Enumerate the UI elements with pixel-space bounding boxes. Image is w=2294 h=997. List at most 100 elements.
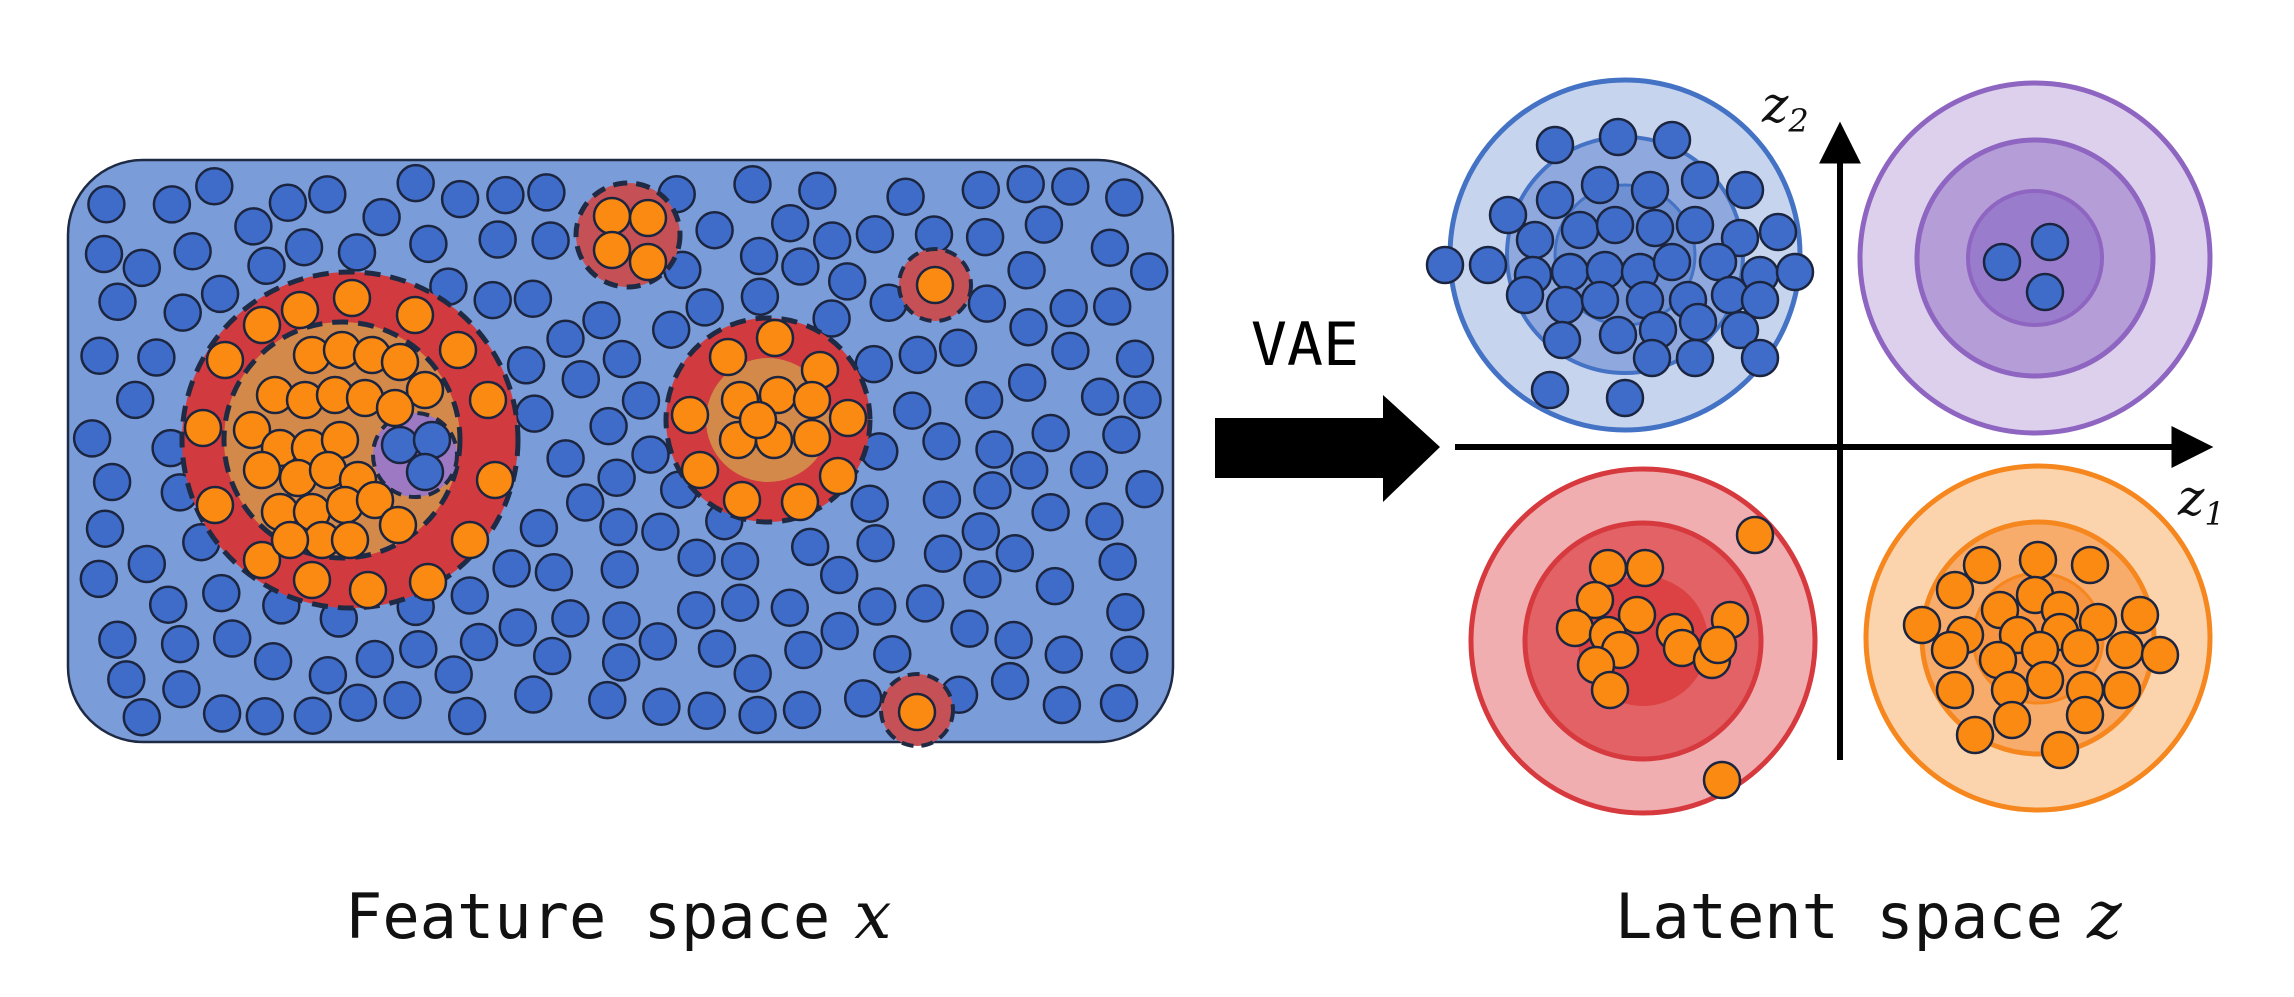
orange-point	[348, 570, 388, 610]
blue-point	[961, 170, 1001, 210]
orange-point	[270, 520, 310, 560]
blue-point	[961, 512, 1001, 551]
blue-point	[409, 224, 448, 264]
blue-point	[1598, 117, 1638, 157]
blue-point	[975, 430, 1014, 469]
latent-orange-points	[1555, 515, 2180, 800]
blue-point	[850, 484, 889, 523]
blue-point	[588, 680, 627, 720]
blue-point	[338, 683, 378, 722]
blue-point	[873, 635, 912, 674]
blue-point	[1009, 451, 1049, 490]
orange-point	[475, 460, 515, 500]
blue-point	[122, 697, 162, 737]
blue-point	[1069, 450, 1109, 490]
orange-point	[2040, 730, 2080, 770]
orange-point	[2018, 540, 2058, 580]
blue-point	[1090, 228, 1130, 268]
blue-point	[631, 435, 670, 474]
latent-blue-points	[1425, 117, 2070, 418]
orange-point	[205, 340, 245, 380]
blue-point	[85, 509, 125, 548]
blue-point	[1006, 164, 1045, 204]
blue-point	[98, 282, 137, 322]
blue-point	[1042, 685, 1082, 725]
orange-point	[1617, 595, 1657, 635]
blue-point	[551, 599, 590, 638]
orange-point	[183, 408, 223, 448]
blue-point	[447, 696, 487, 736]
blue-point	[383, 680, 422, 720]
blue-point	[1125, 469, 1164, 509]
orange-point	[395, 295, 435, 335]
blue-point	[72, 419, 112, 458]
blue-point	[923, 534, 963, 573]
orange-point	[2102, 670, 2142, 710]
latent-region-red	[1468, 466, 1818, 816]
orange-point	[1735, 515, 1775, 555]
blue-point	[1675, 205, 1715, 245]
blue-point	[1051, 331, 1090, 371]
vae-arrow: VAE	[1215, 310, 1440, 502]
blue-point	[148, 585, 188, 624]
orange-point	[1935, 670, 1975, 710]
blue-point	[973, 471, 1012, 510]
orange-point	[2065, 695, 2105, 735]
blue-point	[782, 690, 822, 730]
blue-point	[950, 609, 989, 648]
orange-point	[242, 305, 282, 345]
blue-point	[98, 620, 137, 659]
blue-point	[1009, 307, 1048, 347]
blue-point	[492, 549, 531, 588]
blue-point	[738, 695, 777, 735]
blue-point	[459, 622, 499, 662]
blue-point	[1051, 167, 1090, 206]
orange-point	[2060, 628, 2100, 668]
blue-point	[212, 619, 252, 658]
orange-point	[355, 480, 395, 520]
orange-point	[2105, 630, 2145, 670]
orange-point	[1902, 605, 1942, 645]
blue-point	[819, 555, 859, 595]
blue-point	[1031, 492, 1070, 532]
blue-point	[1115, 339, 1155, 379]
orange-point	[408, 562, 448, 602]
orange-point	[1955, 715, 1995, 755]
blue-point	[202, 694, 242, 733]
orange-point	[708, 337, 748, 377]
orange-point	[1935, 570, 1975, 610]
latent-space-panel: z1 z2	[1425, 76, 2225, 816]
blue-point	[486, 175, 525, 215]
blue-point	[898, 335, 938, 375]
orange-point	[375, 388, 415, 428]
blue-point	[79, 559, 119, 599]
blue-point	[1035, 566, 1075, 606]
blue-point	[1049, 288, 1088, 328]
blue-point	[163, 293, 202, 332]
blue-point	[1982, 242, 2022, 282]
orange-point	[2025, 660, 2065, 700]
feature-large-cluster	[179, 269, 521, 611]
blue-point	[642, 687, 681, 727]
blue-point	[733, 165, 772, 204]
blue-point	[638, 622, 678, 661]
orange-point	[232, 410, 272, 450]
blue-point	[790, 527, 830, 567]
blue-point	[308, 655, 348, 695]
orange-point	[1555, 608, 1595, 648]
blue-point	[202, 573, 241, 613]
blue-point	[1725, 170, 1765, 210]
feature-blue-points	[72, 163, 1169, 737]
blue-point	[293, 696, 333, 735]
blue-point	[1652, 242, 1692, 282]
blue-point	[695, 210, 734, 250]
blue-point	[519, 508, 559, 548]
small-cluster-orange-points	[897, 265, 955, 732]
blue-point	[234, 207, 273, 246]
blue-point	[1580, 165, 1620, 205]
blue-point	[687, 691, 727, 731]
blue-point	[602, 601, 641, 640]
orange-point	[1930, 630, 1970, 670]
large-cluster-orange-points	[183, 278, 515, 610]
